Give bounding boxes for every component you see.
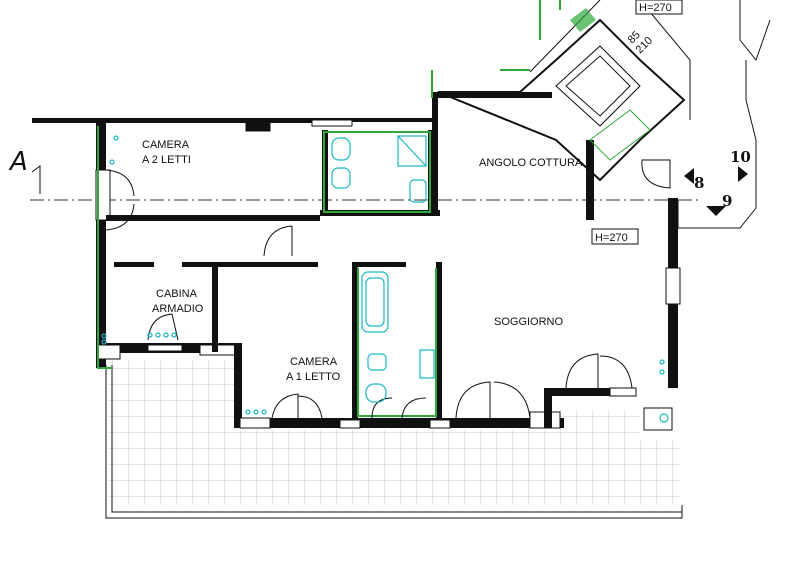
room-soggiorno: SOGGIORNO: [494, 316, 564, 328]
finish-edges: [97, 0, 561, 417]
view-marker-8-arrow: [684, 168, 694, 184]
room-camera-1-letto-l2: A 1 LETTO: [286, 371, 341, 383]
view-markers: [684, 166, 748, 216]
height-label-main: H=270: [595, 232, 628, 244]
room-camera-2-letti-l2: A 2 LETTI: [142, 154, 191, 166]
walls: [32, 0, 771, 429]
terrace: [105, 360, 683, 519]
room-cabina-armadio-l1: CABINA: [156, 288, 198, 300]
room-camera-1-letto-l1: CAMERA: [290, 356, 338, 368]
stair-core: [555, 8, 651, 161]
view-marker-10: 10: [730, 148, 751, 166]
room-angolo-cottura: ANGOLO COTTURA: [479, 157, 583, 169]
doors: [105, 159, 671, 419]
height-label-top: H=270: [639, 2, 672, 14]
bath-fixtures: [101, 135, 673, 431]
room-cabina-armadio-l2: ARMADIO: [152, 303, 204, 315]
view-marker-8: 8: [694, 174, 704, 192]
room-camera-2-letti-l1: CAMERA: [142, 139, 190, 151]
section-line: A: [8, 147, 700, 201]
view-marker-10-arrow: [738, 166, 748, 182]
section-marker-label: A: [8, 147, 28, 177]
view-marker-9-arrow: [706, 206, 726, 216]
view-marker-9: 9: [722, 192, 732, 210]
